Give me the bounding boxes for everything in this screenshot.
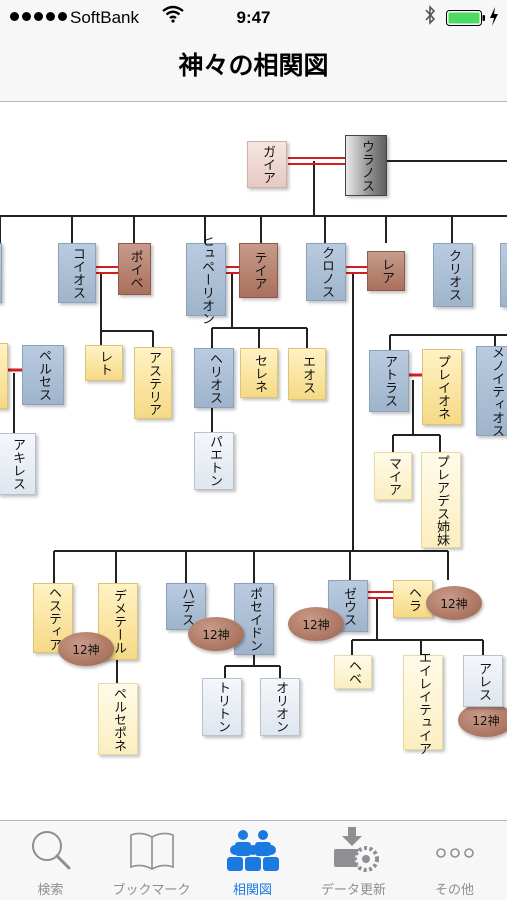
tab-label: ブックマーク — [112, 883, 191, 898]
tab-data-update[interactable]: データ更新 — [303, 821, 404, 900]
node-helios[interactable]: ヘリオス — [194, 348, 234, 408]
node-offscreen-right[interactable] — [500, 243, 507, 307]
node-maia[interactable]: マイア — [374, 452, 412, 500]
node-hebe[interactable]: ヘベ — [334, 655, 372, 689]
node-selene[interactable]: セレネ — [240, 348, 278, 398]
node-demeter[interactable]: デメテール — [98, 583, 138, 660]
node-achilles[interactable]: アキレス — [0, 433, 36, 495]
node-gaia[interactable]: ガイア — [247, 141, 287, 188]
olympian-badge-zeus: 12神 — [288, 607, 344, 641]
node-uranus[interactable]: ウラノス — [345, 135, 387, 196]
connector-lines — [0, 157, 507, 683]
people-icon — [202, 827, 303, 877]
tab-other[interactable]: その他 — [404, 821, 505, 900]
download-gear-icon — [303, 827, 404, 877]
olympian-badge-poseidon: 12神 — [188, 617, 244, 651]
node-koios[interactable]: コイオス — [58, 243, 96, 303]
tab-label: その他 — [434, 883, 474, 898]
relationship-diagram[interactable]: ガイア ウラノス コイオス ポイベ ヒュペーリオン テイア クロノス レア クリ… — [0, 103, 507, 820]
magnifier-icon — [0, 827, 101, 877]
more-dots-icon — [404, 827, 505, 877]
node-phaethon[interactable]: パエトン — [194, 432, 234, 490]
node-pleione[interactable]: プレイオネ — [422, 349, 462, 425]
status-bar: SoftBank 9:47 — [0, 0, 507, 36]
bluetooth-icon — [424, 4, 436, 32]
tab-bar: 検索 ブックマーク — [0, 820, 507, 900]
page-title: 神々の相関図 — [178, 51, 329, 80]
node-eos[interactable]: エオス — [288, 348, 326, 400]
tab-relationship-chart[interactable]: 相関図 — [202, 821, 303, 900]
carrier-name: SoftBank — [70, 8, 139, 27]
node-asteria[interactable]: アステリア — [134, 347, 172, 419]
node-offscreen-left[interactable] — [0, 243, 2, 303]
node-orion[interactable]: オリオン — [260, 678, 300, 736]
book-icon — [101, 827, 202, 877]
node-eileithyia[interactable]: エイレイテュイア — [403, 651, 443, 755]
node-persephone[interactable]: ペルセポネ — [98, 683, 138, 755]
node-rhea[interactable]: レア — [367, 251, 405, 291]
navigation-bar: 神々の相関図 — [0, 36, 507, 102]
charging-bolt-icon — [488, 5, 500, 33]
node-ares[interactable]: アレス — [463, 655, 503, 707]
status-time: 9:47 — [236, 8, 271, 27]
node-kronos[interactable]: クロノス — [306, 243, 346, 301]
node-perses[interactable]: ペルセス — [22, 345, 64, 405]
node-menoitios[interactable]: メノイティオス — [476, 346, 507, 437]
node-zeus[interactable]: ゼウス — [328, 580, 368, 632]
tab-label: データ更新 — [320, 883, 386, 898]
tab-bookmark[interactable]: ブックマーク — [101, 821, 202, 900]
node-poseidon[interactable]: ポセイドン — [234, 583, 274, 655]
battery-icon — [446, 10, 486, 32]
node-leto[interactable]: レト — [85, 345, 123, 381]
node-krios[interactable]: クリオス — [433, 243, 473, 307]
node-atlas[interactable]: アトラス — [369, 350, 409, 412]
wifi-icon — [162, 5, 184, 29]
olympian-badge-demeter: 12神 — [58, 632, 114, 666]
node-phoibe[interactable]: ポイベ — [118, 243, 151, 295]
tab-label: 検索 — [37, 883, 64, 898]
olympian-badge-hera: 12神 — [426, 586, 482, 620]
node-pleiades[interactable]: プレアデス姉妹 — [421, 452, 461, 548]
node-offscreen-yellow[interactable] — [0, 343, 8, 409]
node-theia[interactable]: テイア — [239, 243, 278, 298]
tab-search[interactable]: 検索 — [0, 821, 101, 900]
tab-label: 相関図 — [232, 883, 272, 898]
node-triton[interactable]: トリトン — [202, 678, 242, 736]
olympian-badge-ares: 12神 — [458, 703, 507, 737]
signal-strength-icon — [10, 12, 67, 21]
node-hyperion[interactable]: ヒュペーリオン — [186, 234, 226, 325]
